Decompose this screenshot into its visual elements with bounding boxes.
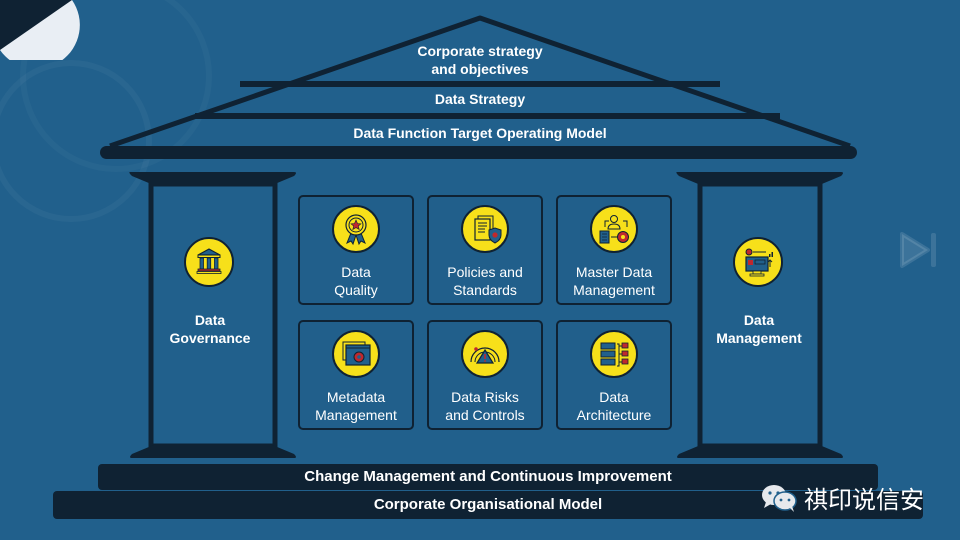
left-pillar (129, 172, 296, 458)
card-label: Data Architecture (558, 388, 670, 424)
card-label-line2: Standards (453, 282, 517, 298)
roof-apex-text: Corporate strategy and objectives (380, 42, 580, 78)
computer-analytics-icon (733, 237, 783, 287)
target-operating-model-label: Data Function Target Operating Model (353, 125, 607, 141)
window-gear-icon (332, 330, 380, 378)
card-master-data-management[interactable]: Master Data Management (556, 195, 672, 305)
card-policies-standards[interactable]: Policies and Standards (427, 195, 543, 305)
card-data-risks-controls[interactable]: Data Risks and Controls (427, 320, 543, 430)
roof-structure (100, 15, 857, 159)
roof-apex-line2: and objectives (431, 61, 529, 77)
card-label-line2: Architecture (576, 407, 652, 423)
bank-building-icon (184, 237, 234, 287)
card-label: Metadata Management (300, 388, 412, 424)
card-metadata-management[interactable]: Metadata Management (298, 320, 414, 430)
award-badge-icon (332, 205, 380, 253)
roof-apex-line1: Corporate strategy (417, 43, 543, 59)
card-label: Data Risks and Controls (429, 388, 541, 424)
organisational-model-band: Corporate Organisational Model (53, 491, 923, 519)
data-strategy-label: Data Strategy (434, 91, 526, 107)
card-label: Policies and Standards (429, 263, 541, 299)
card-label-line2: and Controls (445, 407, 525, 423)
card-label-line2: Management (315, 407, 397, 423)
card-label-line1: Metadata (326, 389, 386, 405)
change-management-band: Change Management and Continuous Improve… (98, 464, 878, 490)
card-label: Data Quality (300, 263, 412, 299)
data-management-line2: Management (716, 330, 802, 346)
card-label-line1: Policies and (447, 264, 523, 280)
card-label: Master Data Management (558, 263, 670, 299)
wechat-icon (762, 484, 797, 512)
background-decoration (0, 60, 152, 222)
data-governance-line2: Governance (169, 330, 251, 346)
data-governance-line1: Data (194, 312, 226, 328)
card-label-line2: Management (573, 282, 655, 298)
document-shield-icon (461, 205, 509, 253)
next-slide-icon[interactable] (898, 228, 942, 272)
server-hierarchy-icon (590, 330, 638, 378)
risk-gauge-icon (461, 330, 509, 378)
data-management-label: Data Management (700, 311, 818, 347)
right-pillar (676, 172, 843, 458)
card-label-line2: Quality (334, 282, 378, 298)
card-label-line1: Data Risks (451, 389, 519, 405)
card-label-line1: Master Data (575, 264, 653, 280)
card-data-architecture[interactable]: Data Architecture (556, 320, 672, 430)
data-management-line1: Data (743, 312, 775, 328)
corner-decoration (0, 0, 80, 60)
card-label-line1: Data (341, 264, 371, 280)
user-workflow-icon (590, 205, 638, 253)
card-label-line1: Data (599, 389, 629, 405)
card-data-quality[interactable]: Data Quality (298, 195, 414, 305)
data-governance-label: Data Governance (150, 311, 270, 347)
watermark-text: 祺印说信安 (804, 487, 924, 514)
watermark: 祺印说信安 (760, 480, 924, 515)
